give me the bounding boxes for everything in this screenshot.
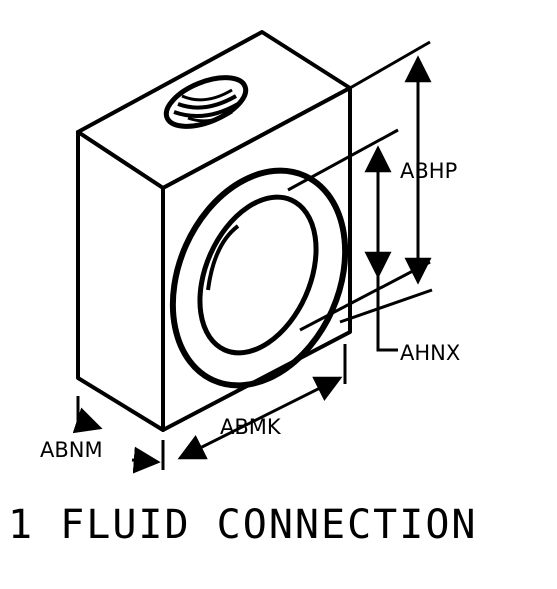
label-ahnx: AHNX	[400, 341, 460, 365]
top-threaded-port	[163, 75, 249, 129]
block	[76, 30, 352, 432]
abnm-arrow	[131, 446, 161, 474]
dimension-arrows	[72, 55, 432, 474]
abmk-dimension-line	[177, 376, 343, 460]
label-abnm: ABNM	[40, 438, 103, 462]
abnm-leader	[72, 407, 103, 434]
ahnx-leader	[376, 300, 398, 352]
counterbore-inner	[197, 194, 319, 356]
label-abmk: ABMK	[220, 415, 282, 439]
caption: 1 FLUID CONNECTION	[8, 502, 477, 548]
extension-lines	[76, 40, 433, 470]
label-abhp: ABHP	[400, 159, 457, 183]
bore-highlight	[206, 224, 240, 291]
